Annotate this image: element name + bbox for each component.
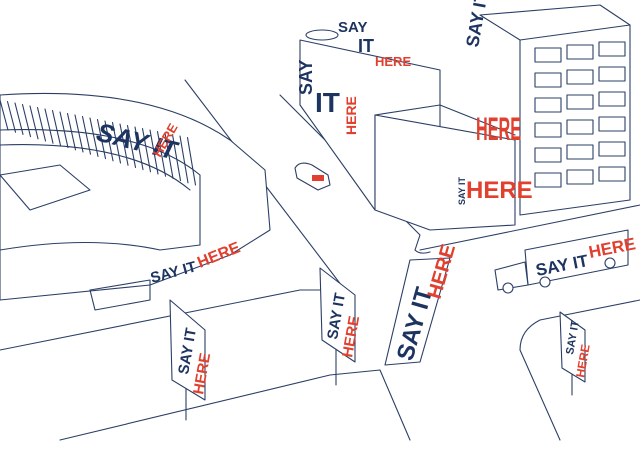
stadium-seat-row xyxy=(29,105,39,140)
window xyxy=(566,144,594,160)
stadium-seat-row xyxy=(134,126,144,171)
stadium-seat-row xyxy=(36,106,47,142)
billboard-right-say: SAY IT xyxy=(564,319,582,355)
window xyxy=(598,41,626,57)
window xyxy=(534,97,562,113)
stadium-seat-row xyxy=(119,123,129,166)
billboard-center: SAY IT HERE xyxy=(319,267,363,386)
window xyxy=(534,72,562,88)
rooftop-here: HERE xyxy=(375,54,411,69)
window xyxy=(534,172,562,188)
rooftop-say: SAY xyxy=(338,19,367,36)
stadium-seat-row xyxy=(6,100,17,133)
building-it: IT xyxy=(315,87,340,118)
rooftop-it: IT xyxy=(358,36,374,56)
stadium-seat-row xyxy=(51,109,62,146)
window xyxy=(566,119,594,135)
window xyxy=(534,147,562,163)
buildings: SAY IT HERE SAY IT HERE SAY IT HERE SAY … xyxy=(296,0,631,231)
billboard-left-here: HERE xyxy=(190,352,214,396)
stadium-seat-row xyxy=(171,133,182,182)
stadium-seat-row xyxy=(59,111,69,149)
window xyxy=(598,141,626,157)
stadium-seat-row xyxy=(44,108,54,144)
tower-say: SAY IT xyxy=(462,0,491,49)
window xyxy=(566,69,594,85)
billboard-right: SAY IT HERE xyxy=(559,311,593,396)
stadium-seat-row xyxy=(164,132,174,179)
window xyxy=(598,66,626,82)
stadium-seat-row xyxy=(111,121,122,164)
window xyxy=(566,169,594,185)
billboard-right-here: HERE xyxy=(573,343,593,378)
storefront-say: SAY IT xyxy=(457,176,467,205)
road-paint: SAY IT HERE xyxy=(384,242,460,366)
stadium-seat-row xyxy=(156,130,167,177)
stadium-seat-row xyxy=(74,114,84,153)
window xyxy=(534,47,562,63)
building-say: SAY xyxy=(296,60,316,95)
stadium-seat-row xyxy=(0,99,9,131)
window xyxy=(534,122,562,138)
storefront-here: HERE xyxy=(466,177,533,204)
billboard-left: SAY IT HERE xyxy=(169,299,214,421)
window xyxy=(598,166,626,182)
stadium-seat-row xyxy=(66,112,77,151)
stadium: SAY IT HERE SAY IT HERE xyxy=(0,92,271,311)
stadium-seat-row xyxy=(186,136,197,186)
truck: SAY IT HERE xyxy=(494,229,637,294)
window xyxy=(566,94,594,110)
stadium-seat-row xyxy=(81,115,92,155)
stadium-seat-row xyxy=(21,103,32,138)
window xyxy=(598,91,626,107)
window xyxy=(566,44,594,60)
stadium-seat-row xyxy=(179,135,189,184)
tower-here: HERE xyxy=(476,111,521,147)
stadium-seat-row xyxy=(141,127,152,173)
road-paint-here: HERE xyxy=(424,242,460,301)
car xyxy=(294,162,331,191)
stadium-seat-row xyxy=(104,120,114,162)
stadium-seat-row xyxy=(14,102,24,135)
stadium-seat-row xyxy=(149,129,159,175)
stadium-seat-row xyxy=(126,124,137,168)
building-here: HERE xyxy=(343,96,359,135)
stadium-seat-row xyxy=(89,117,99,157)
window xyxy=(598,116,626,132)
billboard-center-here: HERE xyxy=(339,315,363,359)
stadium-seat-row xyxy=(96,118,107,160)
